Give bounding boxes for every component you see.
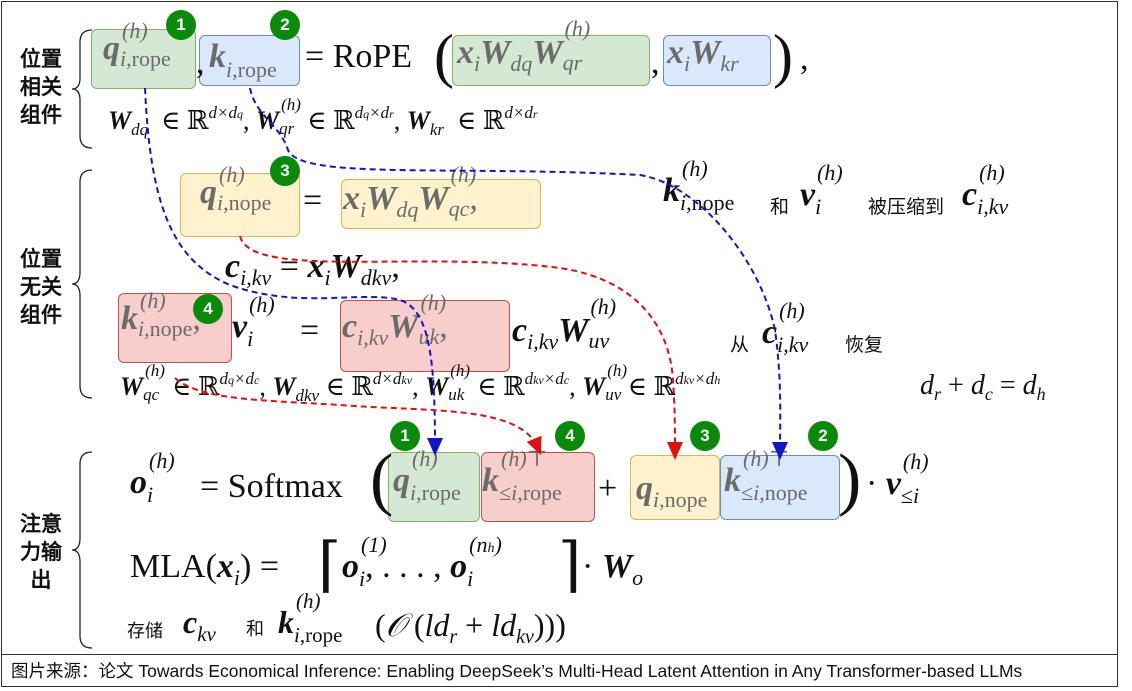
- diagram-frame: [1, 1, 1118, 687]
- expr-c-wuk: ci,kvW(h)uk,: [342, 290, 448, 350]
- bracket-close: ⌉: [558, 532, 582, 598]
- arrow-3: [239, 235, 683, 460]
- text-recover: 恢复: [845, 334, 884, 356]
- text-from: 从: [730, 334, 750, 356]
- badge-1-top: 1: [166, 10, 196, 40]
- expr-softmax: = Softmax: [200, 468, 343, 505]
- box-q-rope-2: [388, 452, 480, 522]
- text-compressed-to: 被压缩到: [868, 196, 945, 218]
- expr-dot-v: · v(h)≤i: [866, 449, 929, 509]
- box-xw-kr: [663, 35, 771, 86]
- expr-c-wuv: ci,kvW(h)uv: [512, 294, 617, 354]
- expr-q-nope-2: qi,nope: [636, 470, 708, 512]
- brace-attention-output: [71, 451, 93, 649]
- badge-3-top: 3: [270, 156, 300, 186]
- arrow-2: [249, 87, 789, 460]
- badge-4-bottom: 4: [555, 421, 585, 451]
- comma-2: ,: [651, 44, 660, 81]
- comma-3: ,: [800, 40, 809, 77]
- brace-position-free: [71, 169, 93, 399]
- box-xw-dq-qc: [341, 179, 541, 229]
- plus: +: [598, 470, 618, 507]
- text-and-2: 和: [246, 619, 264, 640]
- paren-close-1: ): [773, 23, 793, 89]
- expr-c-kv: ckv: [183, 604, 216, 646]
- expr-x-wdq-wqr: xiWdqW(h)qr: [457, 16, 591, 76]
- box-k-nope-2: [720, 455, 840, 520]
- paren-close-2: ): [838, 441, 862, 518]
- equals-k-nope: =: [300, 312, 320, 349]
- expr-equals-rope: = RoPE: [305, 38, 413, 75]
- expr-c-ikv: ci,kv = xiWdkv,: [225, 248, 400, 290]
- expr-o: o(h)i: [130, 448, 175, 508]
- badge-3-bottom: 3: [690, 421, 720, 451]
- expr-dims-row4: W(h)qc ∈ ℝdq×dc, Wdkv ∈ ℝd×dkv, W(h)uk ∈…: [120, 361, 721, 405]
- expr-x-wdq-wqc: xiWdqW(h)qc,: [343, 162, 478, 222]
- expr-v: v(h)i: [232, 292, 275, 352]
- equals-q-nope: =: [303, 182, 323, 219]
- box-c-wuk: [340, 300, 510, 372]
- expr-v-side: v(h)i: [800, 160, 843, 220]
- expr-complexity: (𝒪 (ldr + ldkv))): [375, 606, 566, 648]
- badge-4-top: 4: [193, 294, 223, 324]
- bracket-open: ⌈: [318, 532, 342, 598]
- expr-dr-dc-dh: dr + dc = dh: [920, 370, 1046, 404]
- badge-2-top: 2: [270, 10, 300, 40]
- paren-open-2: (: [370, 441, 394, 518]
- brace-position-related: [71, 29, 93, 149]
- text-and-1: 和: [770, 196, 790, 218]
- source-bar: [1, 654, 1118, 687]
- expr-q-nope: q(h)i,nope: [200, 162, 272, 216]
- expr-c-side-2: c(h)i,kv: [762, 298, 809, 358]
- expr-k-rope: ki,rope: [209, 38, 277, 82]
- paren-open-1: (: [434, 23, 454, 89]
- expr-q-rope: q(h)i,rope: [103, 18, 171, 72]
- badge-2-bottom: 2: [808, 421, 838, 451]
- box-k-rope-2: [481, 452, 595, 522]
- expr-mla: MLA(xi) =: [130, 548, 280, 590]
- arrow-1: [144, 87, 443, 456]
- expr-k-rope-2: k(h)⊤≤i,rope: [482, 446, 562, 506]
- group-label-position-related: 位置相关组件: [20, 47, 62, 127]
- box-k-rope: [199, 35, 300, 86]
- expr-o-list: o(1)i, . . . , o(nh)i: [342, 532, 502, 592]
- rope-label: RoPE: [332, 38, 413, 75]
- mla-label: MLA: [130, 548, 206, 585]
- expr-dot-wo: · Wo: [582, 548, 644, 590]
- expr-q-rope-2: q(h)i,rope: [393, 446, 461, 506]
- expr-k-nope-side: k(h)i,nope: [663, 156, 735, 216]
- badge-1-bottom: 1: [390, 421, 420, 451]
- softmax-label: Softmax: [227, 468, 343, 505]
- group-label-position-free: 位置无关组件: [20, 247, 62, 327]
- text-store: 存储: [127, 621, 163, 642]
- expr-c-side-1: c(h)i,kv: [962, 160, 1009, 220]
- comma-1: ,: [196, 44, 205, 81]
- box-xw-dq-qr: [452, 35, 650, 86]
- group-label-attention-output: 注意力输出: [20, 512, 62, 592]
- expr-k-rope-store: k(h)i,rope: [278, 589, 343, 648]
- expr-x-wkr: xiWkr: [667, 34, 739, 76]
- source-caption: 图片来源：论文 Towards Economical Inference: En…: [11, 661, 1023, 681]
- expr-dims-row1: Wdq ∈ ℝd×dq, W(h)qr ∈ ℝdq×dr, Wkr ∈ ℝd×d…: [108, 95, 538, 139]
- arrow-4: [174, 377, 542, 456]
